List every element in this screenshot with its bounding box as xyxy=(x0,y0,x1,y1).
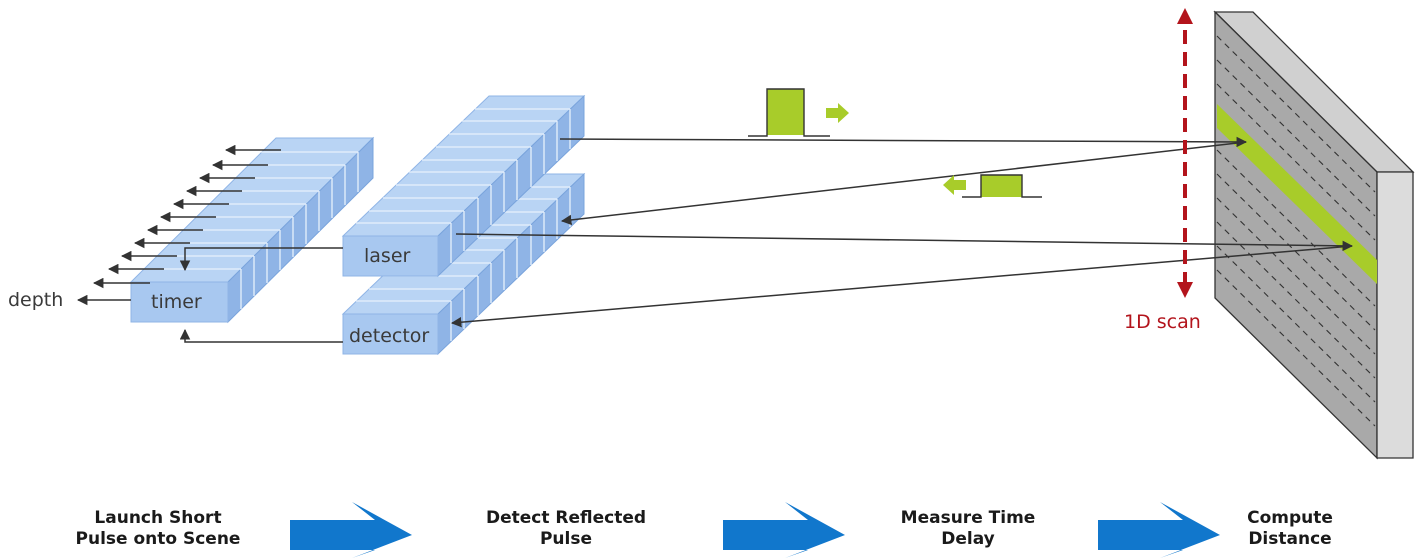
depth-output-arrows xyxy=(76,144,281,306)
beam-lines xyxy=(450,136,1354,328)
timer-label: timer xyxy=(151,291,202,313)
detector-label: detector xyxy=(349,325,429,347)
step-compute-line1: Compute xyxy=(1247,508,1333,528)
step-measure: Measure Time Delay xyxy=(858,508,1078,550)
scan-band xyxy=(1217,104,1377,284)
right-arrow-icon xyxy=(1098,502,1220,558)
scan-direction-arrow xyxy=(1177,8,1193,298)
step-detect-line2: Pulse xyxy=(539,529,593,549)
timer-connections xyxy=(179,247,343,343)
reflected-pulse xyxy=(962,174,1042,198)
laser-block: laser xyxy=(341,94,586,278)
step-launch-line2: Pulse onto Scene xyxy=(75,529,241,549)
step-detect-line1: Detect Reflected xyxy=(485,508,647,528)
step-compute: Compute Distance xyxy=(1180,508,1400,550)
depth-label: depth xyxy=(8,289,63,311)
step-detect: Detect Reflected Pulse xyxy=(456,508,676,550)
green-arrow-icon xyxy=(826,103,849,123)
step-compute-line2: Distance xyxy=(1248,529,1332,549)
step-measure-line1: Measure Time xyxy=(900,508,1036,528)
step-launch-line1: Launch Short xyxy=(94,508,222,528)
step-launch: Launch Short Pulse onto Scene xyxy=(48,508,268,550)
green-arrow-icon xyxy=(943,175,966,195)
right-arrow-icon xyxy=(723,502,845,558)
laser-label: laser xyxy=(364,245,411,267)
step-measure-line2: Delay xyxy=(941,529,995,549)
scan-label: 1D scan xyxy=(1124,311,1201,333)
outgoing-pulse xyxy=(748,88,830,137)
right-arrow-icon xyxy=(290,502,412,558)
scene-wall xyxy=(1213,10,1415,460)
